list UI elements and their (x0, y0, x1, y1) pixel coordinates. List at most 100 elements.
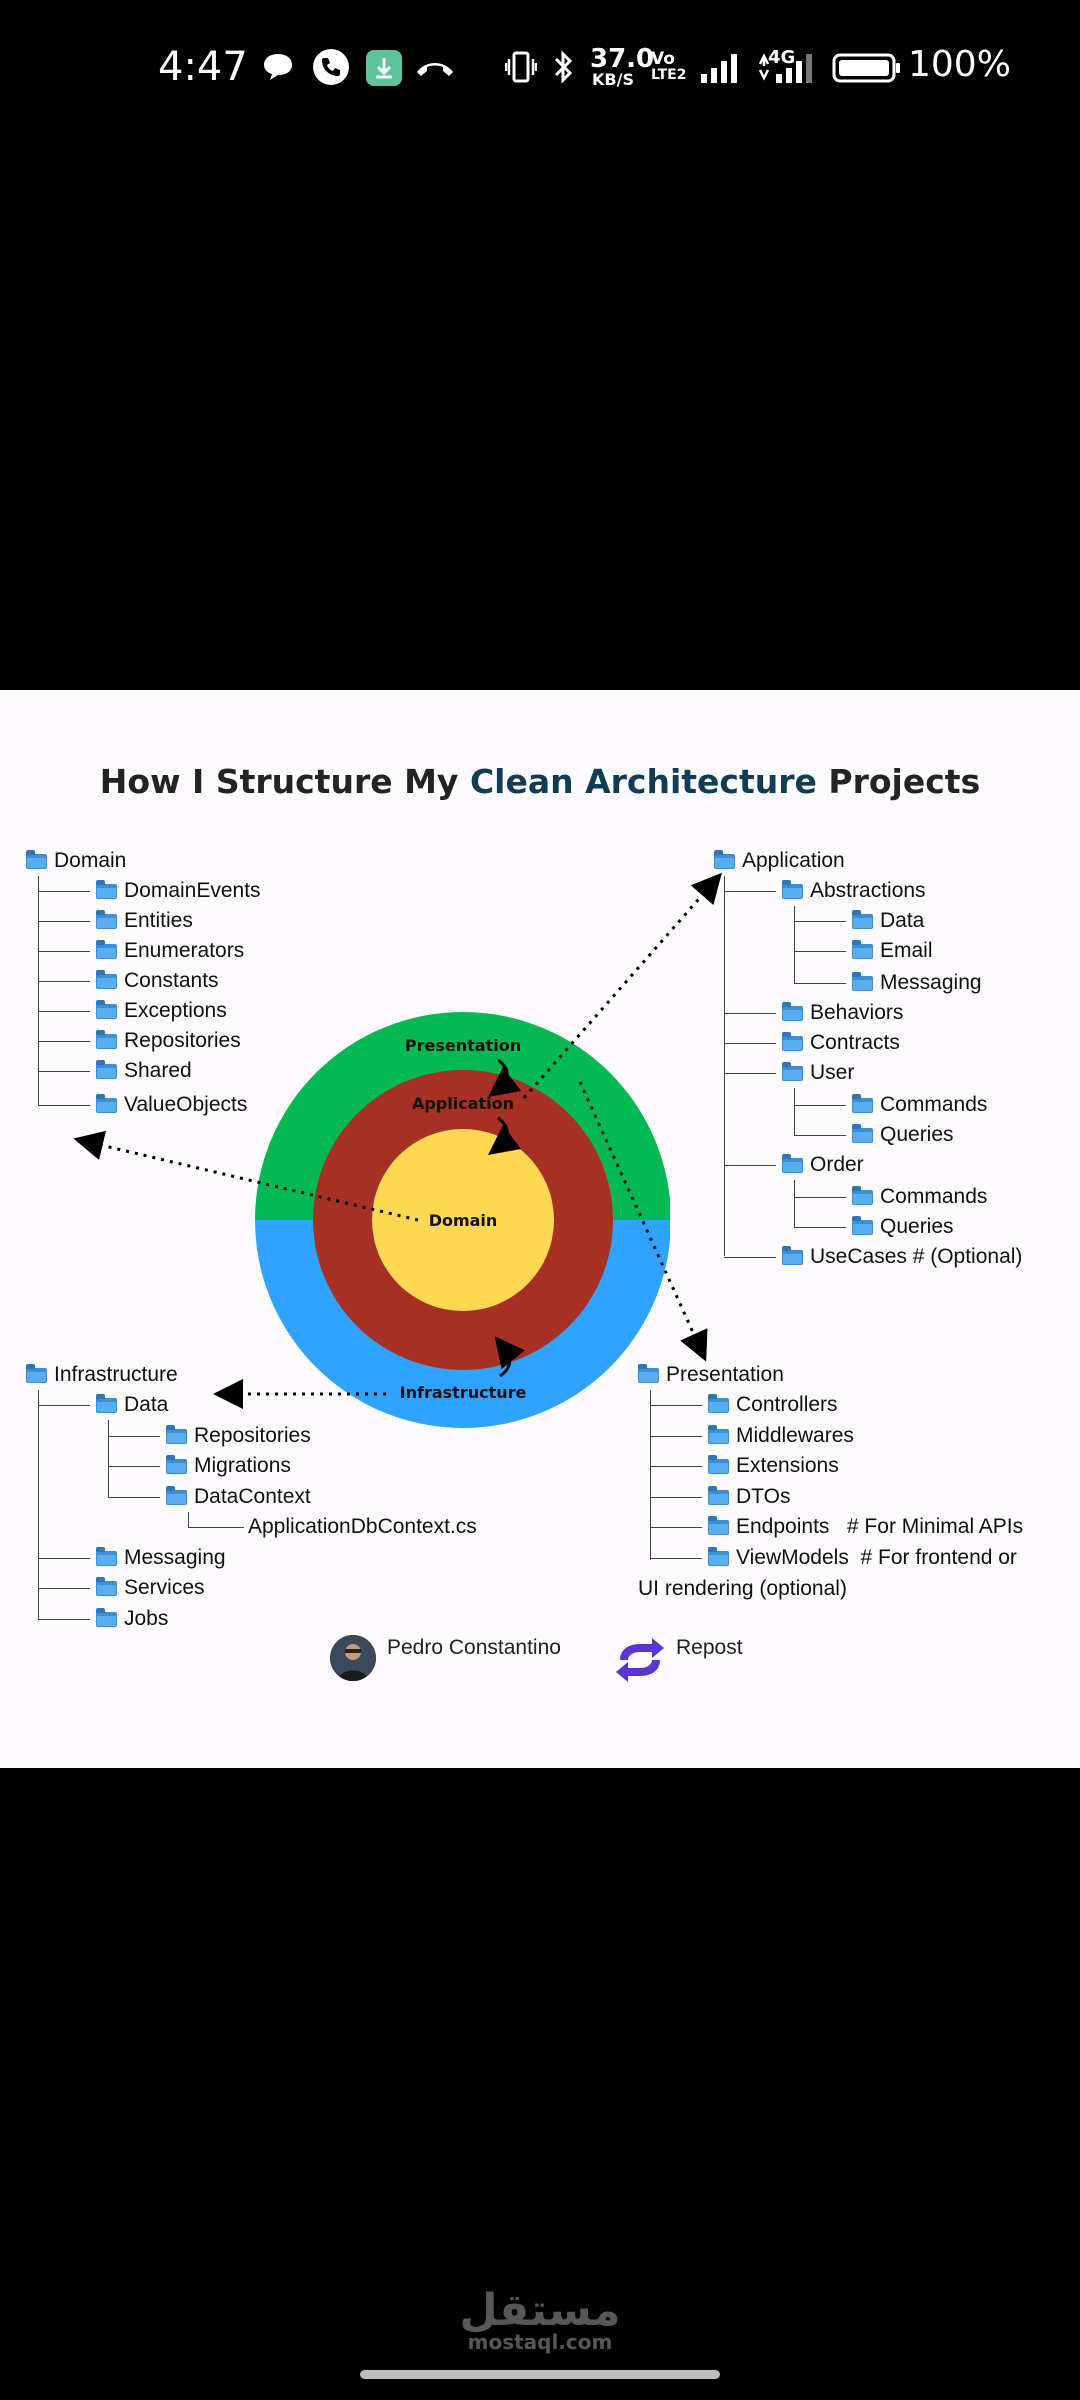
folder-label: Contracts (810, 1031, 900, 1054)
tree-folder: UseCases # (Optional) (782, 1242, 1022, 1272)
folder-icon (852, 940, 873, 959)
folder-icon (96, 1547, 117, 1566)
signal-icon (701, 54, 737, 83)
infrastructure-to-application-arrow (494, 1336, 526, 1378)
folder-icon (96, 880, 117, 899)
folder-icon (96, 940, 117, 959)
tree-folder: DTOs (708, 1482, 790, 1512)
folder-icon (708, 1455, 729, 1474)
repost-icon[interactable] (612, 1638, 668, 1682)
folder-icon (96, 1577, 117, 1596)
tree-folder: Commands (852, 1090, 987, 1120)
lte-label: LTE2 (651, 67, 687, 83)
folder-label: Enumerators (124, 939, 245, 962)
folder-label: Endpoints (736, 1515, 830, 1538)
folder-icon (26, 1364, 47, 1383)
presentation-pointer-arrow (578, 1081, 708, 1362)
tree-folder: Contracts (782, 1028, 900, 1058)
folder-label: Presentation (666, 1363, 784, 1386)
net-speed-unit: KB/S (592, 70, 634, 89)
tree-folder: Abstractions (782, 876, 926, 906)
folder-label: User (810, 1061, 855, 1084)
status-time: 4:47 (158, 44, 248, 90)
chat-bubble-icon (264, 54, 292, 80)
post-title: How I Structure My Clean Architecture Pr… (0, 762, 1080, 801)
tree-folder: Extensions (708, 1451, 839, 1481)
folder-icon (26, 850, 47, 869)
folder-label: ValueObjects (124, 1093, 248, 1116)
tree-folder-domain: Domain (26, 846, 126, 876)
watermark: مستقل mostaql.com (0, 2285, 1080, 2354)
folder-label: Abstractions (810, 879, 926, 902)
tree-folder: DomainEvents (96, 876, 261, 906)
tree-folder: Queries (852, 1212, 954, 1242)
folder-icon (708, 1394, 729, 1413)
folder-label: Jobs (124, 1607, 169, 1630)
folder-label: Constants (124, 969, 219, 992)
tree-folder: Enumerators (96, 936, 244, 966)
folder-label: DataContext (194, 1485, 311, 1508)
tree-folder: Constants (96, 966, 219, 996)
tree-folder: ViewModels # For frontend or (708, 1543, 1017, 1573)
domain-pointer-arrow (73, 1130, 419, 1222)
folder-icon (166, 1425, 187, 1444)
folder-label: Commands (880, 1185, 988, 1208)
tree-folder: DataContext (166, 1482, 311, 1512)
folder-icon (714, 850, 735, 869)
avatar (330, 1635, 376, 1681)
tree-folder: Data (852, 906, 924, 936)
folder-icon (852, 910, 873, 929)
tree-folder: Email (852, 936, 933, 966)
folder-icon (96, 1000, 117, 1019)
folder-icon (166, 1486, 187, 1505)
file-label: ApplicationDbContext.cs (248, 1515, 477, 1538)
tree-folder: ValueObjects (96, 1090, 247, 1120)
folder-label: Exceptions (124, 999, 227, 1022)
tree-folder-presentation: Presentation (638, 1360, 784, 1390)
folder-label: Shared (124, 1059, 192, 1082)
folder-label: Domain (54, 849, 127, 872)
tree-folder: Migrations (166, 1451, 291, 1481)
title-prefix: How I Structure My (99, 762, 470, 801)
folder-label: Commands (880, 1093, 988, 1116)
folder-icon (782, 880, 803, 899)
net-speed: 37.0 (590, 44, 655, 74)
folder-icon (708, 1425, 729, 1444)
tree-folder: Middlewares (708, 1421, 854, 1451)
folder-label: Migrations (194, 1454, 291, 1477)
phone-icon (313, 49, 349, 85)
tree-folder: Data (96, 1390, 168, 1420)
folder-label: Queries (880, 1123, 954, 1146)
folder-label: Order (810, 1153, 864, 1176)
architecture-diagram: Presentation Application Domain Infrastr… (73, 872, 722, 1428)
folder-label: Extensions (736, 1454, 839, 1477)
battery-icon (832, 53, 900, 83)
volte-label: Vo (651, 49, 675, 69)
folder-icon (782, 1062, 803, 1081)
repost-label[interactable]: Repost (676, 1636, 743, 1659)
home-indicator[interactable] (360, 2370, 720, 2379)
folder-icon (96, 1094, 117, 1113)
application-to-domain-arrow (488, 1116, 522, 1156)
folder-icon (782, 1002, 803, 1021)
watermark-url: mostaql.com (467, 2330, 613, 2354)
folder-label: Application (742, 849, 845, 872)
folder-icon (852, 1094, 873, 1113)
tree-folder: User (782, 1058, 854, 1088)
domain-layer-label: Domain (429, 1211, 498, 1230)
folder-label: DomainEvents (124, 879, 261, 902)
call-end-icon (417, 63, 453, 76)
tree-folder-infrastructure: Infrastructure (26, 1360, 178, 1390)
signal-icon (758, 53, 812, 83)
folder-icon (782, 1154, 803, 1173)
tree-folder: Services (96, 1573, 205, 1603)
presentation-layer-label: Presentation (405, 1036, 521, 1055)
tree-folder: Order (782, 1150, 864, 1180)
folder-label: Messaging (124, 1546, 226, 1569)
folder-comment: # For Minimal APIs (846, 1515, 1024, 1538)
folder-label: UseCases # (Optional) (810, 1245, 1023, 1268)
folder-label: Queries (880, 1215, 954, 1238)
bluetooth-icon (554, 50, 573, 84)
tree-folder: Jobs (96, 1604, 168, 1634)
folder-label: Services (124, 1576, 205, 1599)
